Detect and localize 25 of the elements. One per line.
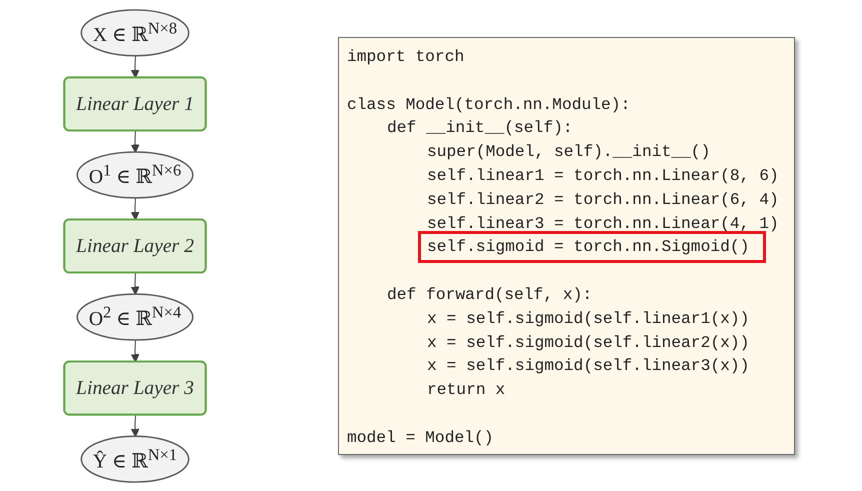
- code-line: super(Model, self).__init__(): [427, 141, 710, 164]
- layer-box: Linear Layer 1: [63, 76, 207, 132]
- code-line: class Model(torch.nn.Module):: [347, 94, 630, 116]
- arrow: [130, 272, 140, 296]
- code-line: x = self.sigmoid(self.linear1(x)): [427, 308, 750, 330]
- code-line: model = Model(): [347, 426, 494, 449]
- layer-box: Linear Layer 2: [63, 218, 207, 274]
- code-line: return x: [427, 379, 506, 402]
- arrow: [130, 414, 140, 438]
- tensor-ellipse: O$^{1}$ ∈ ℝ$^{N×6}$: [76, 151, 194, 199]
- arrow: [130, 56, 140, 78]
- code-line: def forward(self, x):: [387, 284, 592, 306]
- code-line: x = self.sigmoid(self.linear3(x)): [427, 355, 750, 378]
- arrow: [130, 130, 140, 153]
- code-line: import torch: [347, 46, 464, 68]
- arrow: [130, 198, 140, 220]
- tensor-ellipse: O$^{2}$ ∈ ℝ$^{N×4}$: [76, 293, 194, 341]
- code-line: def __init__(self):: [387, 117, 573, 140]
- tensor-ellipse: X ∈ ℝ$^{N×8}$: [80, 9, 190, 56]
- code-line: x = self.sigmoid(self.linear2(x)): [427, 332, 750, 354]
- code-line: self.linear1 = torch.nn.Linear(8, 6): [427, 165, 779, 187]
- tensor-ellipse: Ŷ ∈ ℝ$^{N×1}$: [80, 436, 190, 483]
- layer-box: Linear Layer 3: [63, 360, 207, 416]
- arrow: [130, 340, 140, 362]
- code-line: self.linear2 = torch.nn.Linear(6, 4): [427, 188, 779, 211]
